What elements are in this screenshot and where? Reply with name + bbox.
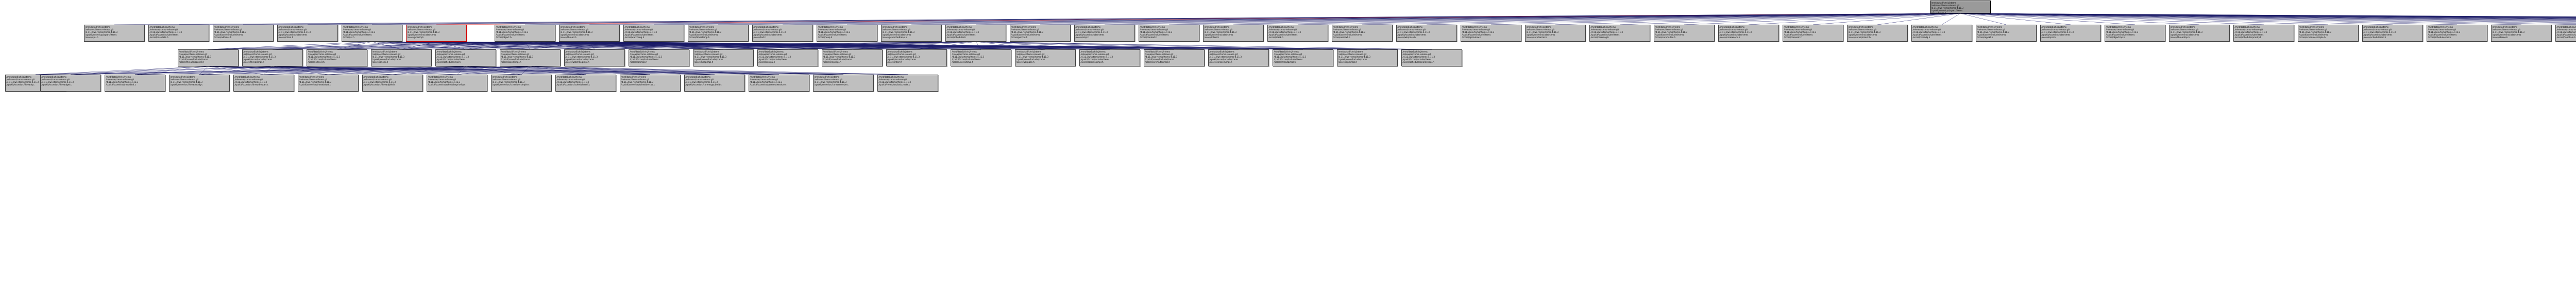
graph-node[interactable]: /mnt/data0/chrisj/rtems /releases/rtems-… bbox=[1847, 25, 1908, 42]
graph-node[interactable]: /mnt/data0/chrisj/rtems /releases/rtems-… bbox=[817, 25, 877, 42]
graph-node[interactable]: /mnt/data0/chrisj/rtems /releases/rtems-… bbox=[886, 49, 947, 66]
graph-node[interactable]: /mnt/data0/chrisj/rtems /releases/rtems-… bbox=[620, 75, 681, 92]
graph-node[interactable]: /mnt/data0/chrisj/rtems /releases/rtems-… bbox=[148, 25, 209, 42]
graph-node[interactable]: /mnt/data0/chrisj/rtems /releases/rtems-… bbox=[1144, 49, 1205, 66]
graph-node[interactable]: /mnt/data0/chrisj/rtems /releases/rtems-… bbox=[495, 25, 555, 42]
graph-node[interactable]: /mnt/data0/chrisj/rtems /releases/rtems-… bbox=[1015, 49, 1076, 66]
graph-node[interactable]: /mnt/data0/chrisj/rtems /releases/rtems-… bbox=[693, 49, 754, 66]
graph-node[interactable]: /mnt/data0/chrisj/rtems /releases/rtems-… bbox=[298, 75, 359, 92]
graph-node[interactable]: /mnt/data0/chrisj/rtems /releases/rtems-… bbox=[1139, 25, 1199, 42]
graph-node[interactable]: /mnt/data0/chrisj/rtems /releases/rtems-… bbox=[2169, 25, 2230, 42]
graph-node[interactable]: /mnt/data0/chrisj/rtems /releases/rtems-… bbox=[813, 75, 874, 92]
graph-node[interactable]: /mnt/data0/chrisj/rtems /releases/rtems-… bbox=[951, 49, 1011, 66]
graph-node[interactable]: /mnt/data0/chrisj/rtems /releases/rtems-… bbox=[307, 49, 367, 66]
graph-node[interactable]: /mnt/data0/chrisj/rtems /releases/rtems-… bbox=[684, 75, 745, 92]
graph-node[interactable]: /mnt/data0/chrisj/rtems /releases/rtems-… bbox=[564, 49, 625, 66]
graph-node[interactable]: /mnt/data0/chrisj/rtems /releases/rtems-… bbox=[371, 49, 432, 66]
graph-node[interactable]: /mnt/data0/chrisj/rtems /releases/rtems-… bbox=[105, 75, 165, 92]
graph-node[interactable]: /mnt/data0/chrisj/rtems /releases/rtems-… bbox=[945, 25, 1006, 42]
graph-node[interactable]: /mnt/data0/chrisj/rtems /releases/rtems-… bbox=[40, 75, 101, 92]
graph-node-root[interactable]: /mnt/data0/chrisj/rtems /releases/rtems-… bbox=[1930, 1, 1991, 13]
graph-node[interactable]: /mnt/data0/chrisj/rtems /releases/rtems-… bbox=[1783, 25, 1843, 42]
graph-node[interactable]: /mnt/data0/chrisj/rtems /releases/rtems-… bbox=[1589, 25, 1650, 42]
graph-node[interactable]: /mnt/data0/chrisj/rtems /releases/rtems-… bbox=[1718, 25, 1779, 42]
graph-node[interactable]: /mnt/data0/chrisj/rtems /releases/rtems-… bbox=[757, 49, 818, 66]
graph-node[interactable]: /mnt/data0/chrisj/rtems /releases/rtems-… bbox=[2298, 25, 2359, 42]
graph-node[interactable]: /mnt/data0/chrisj/rtems /releases/rtems-… bbox=[1332, 25, 1393, 42]
graph-node[interactable]: /mnt/data0/chrisj/rtems /releases/rtems-… bbox=[1911, 25, 1972, 42]
graph-node[interactable]: /mnt/data0/chrisj/rtems /releases/rtems-… bbox=[2105, 25, 2165, 42]
graph-node[interactable]: /mnt/data0/chrisj/rtems /releases/rtems-… bbox=[169, 75, 230, 92]
graph-node[interactable]: /mnt/data0/chrisj/rtems /releases/rtems-… bbox=[2233, 25, 2294, 42]
graph-node[interactable]: /mnt/data0/chrisj/rtems /releases/rtems-… bbox=[1525, 25, 1586, 42]
graph-node[interactable]: /mnt/data0/chrisj/rtems /releases/rtems-… bbox=[233, 75, 294, 92]
graph-node[interactable]: /mnt/data0/chrisj/rtems /releases/rtems-… bbox=[877, 75, 938, 92]
graph-node[interactable]: /mnt/data0/chrisj/rtems /releases/rtems-… bbox=[213, 25, 274, 42]
graph-node[interactable]: /mnt/data0/chrisj/rtems /releases/rtems-… bbox=[406, 25, 467, 42]
graph-node[interactable]: /mnt/data0/chrisj/rtems /releases/rtems-… bbox=[1401, 49, 1462, 66]
graph-node[interactable]: /mnt/data0/chrisj/rtems /releases/rtems-… bbox=[1654, 25, 1715, 42]
graph-node[interactable]: /mnt/data0/chrisj/rtems /releases/rtems-… bbox=[435, 49, 496, 66]
graph-node[interactable]: /mnt/data0/chrisj/rtems /releases/rtems-… bbox=[752, 25, 813, 42]
graph-node[interactable]: /mnt/data0/chrisj/rtems /releases/rtems-… bbox=[1267, 25, 1328, 42]
graph-node[interactable]: /mnt/data0/chrisj/rtems /releases/rtems-… bbox=[84, 25, 145, 42]
graph-node[interactable]: /mnt/data0/chrisj/rtems /releases/rtems-… bbox=[2040, 25, 2101, 42]
graph-node[interactable]: /mnt/data0/chrisj/rtems /releases/rtems-… bbox=[427, 75, 487, 92]
graph-node[interactable]: /mnt/data0/chrisj/rtems /releases/rtems-… bbox=[2362, 25, 2423, 42]
graph-node[interactable]: /mnt/data0/chrisj/rtems /releases/rtems-… bbox=[555, 75, 616, 92]
graph-node[interactable]: /mnt/data0/chrisj/rtems /releases/rtems-… bbox=[362, 75, 423, 92]
graph-node[interactable]: /mnt/data0/chrisj/rtems /releases/rtems-… bbox=[2555, 25, 2576, 42]
graph-node[interactable]: /mnt/data0/chrisj/rtems /releases/rtems-… bbox=[491, 75, 552, 92]
graph-node[interactable]: /mnt/data0/chrisj/rtems /releases/rtems-… bbox=[500, 49, 561, 66]
graph-node[interactable]: /mnt/data0/chrisj/rtems /releases/rtems-… bbox=[1079, 49, 1140, 66]
graph-node[interactable]: /mnt/data0/chrisj/rtems /releases/rtems-… bbox=[277, 25, 338, 42]
graph-node[interactable]: /mnt/data0/chrisj/rtems /releases/rtems-… bbox=[178, 49, 239, 66]
graph-node[interactable]: /mnt/data0/chrisj/rtems /releases/rtems-… bbox=[1396, 25, 1457, 42]
graph-node[interactable]: /mnt/data0/chrisj/rtems /releases/rtems-… bbox=[1074, 25, 1135, 42]
graph-node[interactable]: /mnt/data0/chrisj/rtems /releases/rtems-… bbox=[629, 49, 689, 66]
graph-node[interactable]: /mnt/data0/chrisj/rtems /releases/rtems-… bbox=[342, 25, 402, 42]
graph-node[interactable]: /mnt/data0/chrisj/rtems /releases/rtems-… bbox=[559, 25, 620, 42]
graph-node[interactable]: /mnt/data0/chrisj/rtems /releases/rtems-… bbox=[2491, 25, 2552, 42]
graph-node[interactable]: /mnt/data0/chrisj/rtems /releases/rtems-… bbox=[1208, 49, 1269, 66]
graph-node[interactable]: /mnt/data0/chrisj/rtems /releases/rtems-… bbox=[2427, 25, 2487, 42]
graph-node[interactable]: /mnt/data0/chrisj/rtems /releases/rtems-… bbox=[623, 25, 684, 42]
graph-node[interactable]: /mnt/data0/chrisj/rtems /releases/rtems-… bbox=[822, 49, 883, 66]
graph-node[interactable]: /mnt/data0/chrisj/rtems /releases/rtems-… bbox=[242, 49, 303, 66]
graph-node[interactable]: /mnt/data0/chrisj/rtems /releases/rtems-… bbox=[1337, 49, 1398, 66]
graph-node[interactable]: /mnt/data0/chrisj/rtems /releases/rtems-… bbox=[881, 25, 942, 42]
graph-node[interactable]: /mnt/data0/chrisj/rtems /releases/rtems-… bbox=[688, 25, 749, 42]
graph-node[interactable]: /mnt/data0/chrisj/rtems /releases/rtems-… bbox=[1203, 25, 1264, 42]
graph-node[interactable]: /mnt/data0/chrisj/rtems /releases/rtems-… bbox=[1010, 25, 1071, 42]
graph-node[interactable]: /mnt/data0/chrisj/rtems /releases/rtems-… bbox=[749, 75, 809, 92]
graph-node[interactable]: /mnt/data0/chrisj/rtems /releases/rtems-… bbox=[1461, 25, 1521, 42]
graph-node[interactable]: /mnt/data0/chrisj/rtems /releases/rtems-… bbox=[1976, 25, 2037, 42]
graph-node[interactable]: /mnt/data0/chrisj/rtems /releases/rtems-… bbox=[1273, 49, 1333, 66]
